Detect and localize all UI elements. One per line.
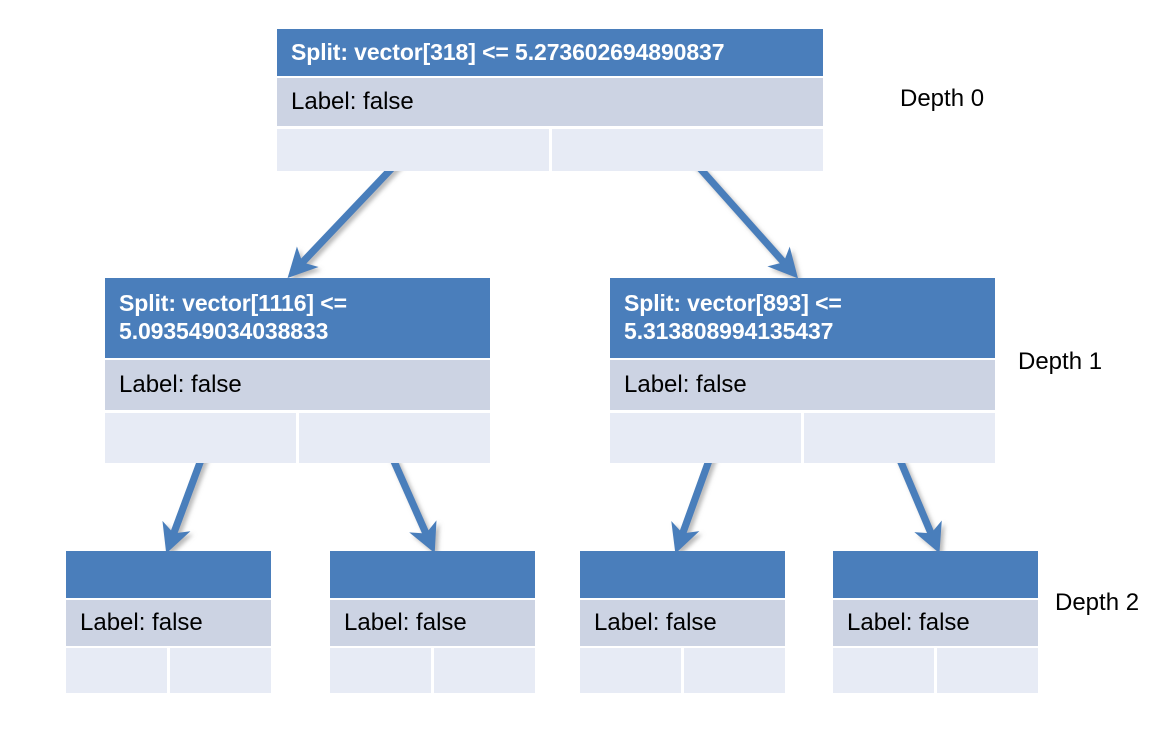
node-leaf1-header — [66, 551, 271, 598]
depth-label-1: Depth 1 — [1018, 348, 1103, 375]
node-root-left-child-slot — [277, 129, 549, 171]
node-leaf3-label-row: Label: false — [580, 600, 785, 646]
node-d1left-right-child-slot — [299, 413, 490, 463]
node-d1right-left-child-slot — [610, 413, 801, 463]
tree-node-leaf-1[interactable]: Label: false — [66, 551, 271, 693]
node-d1right-label-row: Label: false — [610, 360, 995, 410]
node-d1left-label-row: Label: false — [105, 360, 490, 410]
node-d1left-split-header: Split: vector[1116] <= 5.093549034038833 — [105, 278, 490, 358]
node-leaf2-label-row: Label: false — [330, 600, 535, 646]
node-root-children-row — [277, 129, 823, 171]
node-leaf4-children-row — [833, 648, 1038, 693]
node-root-split-header: Split: vector[318] <= 5.273602694890837 — [277, 29, 823, 76]
tree-node-root[interactable]: Split: vector[318] <= 5.273602694890837 … — [277, 29, 823, 171]
depth-label-0: Depth 0 — [900, 85, 985, 112]
node-leaf3-children-row — [580, 648, 785, 693]
tree-node-leaf-4[interactable]: Label: false — [833, 551, 1038, 693]
tree-node-depth1-right[interactable]: Split: vector[893] <= 5.313808994135437 … — [610, 278, 995, 463]
node-leaf2-children-row — [330, 648, 535, 693]
tree-node-depth1-left[interactable]: Split: vector[1116] <= 5.093549034038833… — [105, 278, 490, 463]
node-leaf3-right-child-slot — [684, 648, 785, 693]
node-leaf1-label-row: Label: false — [66, 600, 271, 646]
node-d1left-left-child-slot — [105, 413, 296, 463]
node-leaf1-left-child-slot — [66, 648, 167, 693]
node-leaf4-header — [833, 551, 1038, 598]
node-root-right-child-slot — [551, 129, 823, 171]
node-leaf4-right-child-slot — [937, 648, 1038, 693]
node-leaf3-header — [580, 551, 785, 598]
node-root-label-row: Label: false — [277, 78, 823, 126]
node-leaf4-left-child-slot — [833, 648, 934, 693]
node-d1left-children-row — [105, 413, 490, 463]
node-leaf4-label-row: Label: false — [833, 600, 1038, 646]
node-leaf2-left-child-slot — [330, 648, 431, 693]
node-leaf3-left-child-slot — [580, 648, 681, 693]
tree-node-leaf-3[interactable]: Label: false — [580, 551, 785, 693]
node-d1right-children-row — [610, 413, 995, 463]
node-leaf2-header — [330, 551, 535, 598]
node-leaf2-right-child-slot — [434, 648, 535, 693]
node-leaf1-right-child-slot — [170, 648, 271, 693]
tree-node-leaf-2[interactable]: Label: false — [330, 551, 535, 693]
node-d1right-right-child-slot — [804, 413, 995, 463]
depth-label-2: Depth 2 — [1055, 589, 1140, 616]
node-leaf1-children-row — [66, 648, 271, 693]
node-d1right-split-header: Split: vector[893] <= 5.313808994135437 — [610, 278, 995, 358]
